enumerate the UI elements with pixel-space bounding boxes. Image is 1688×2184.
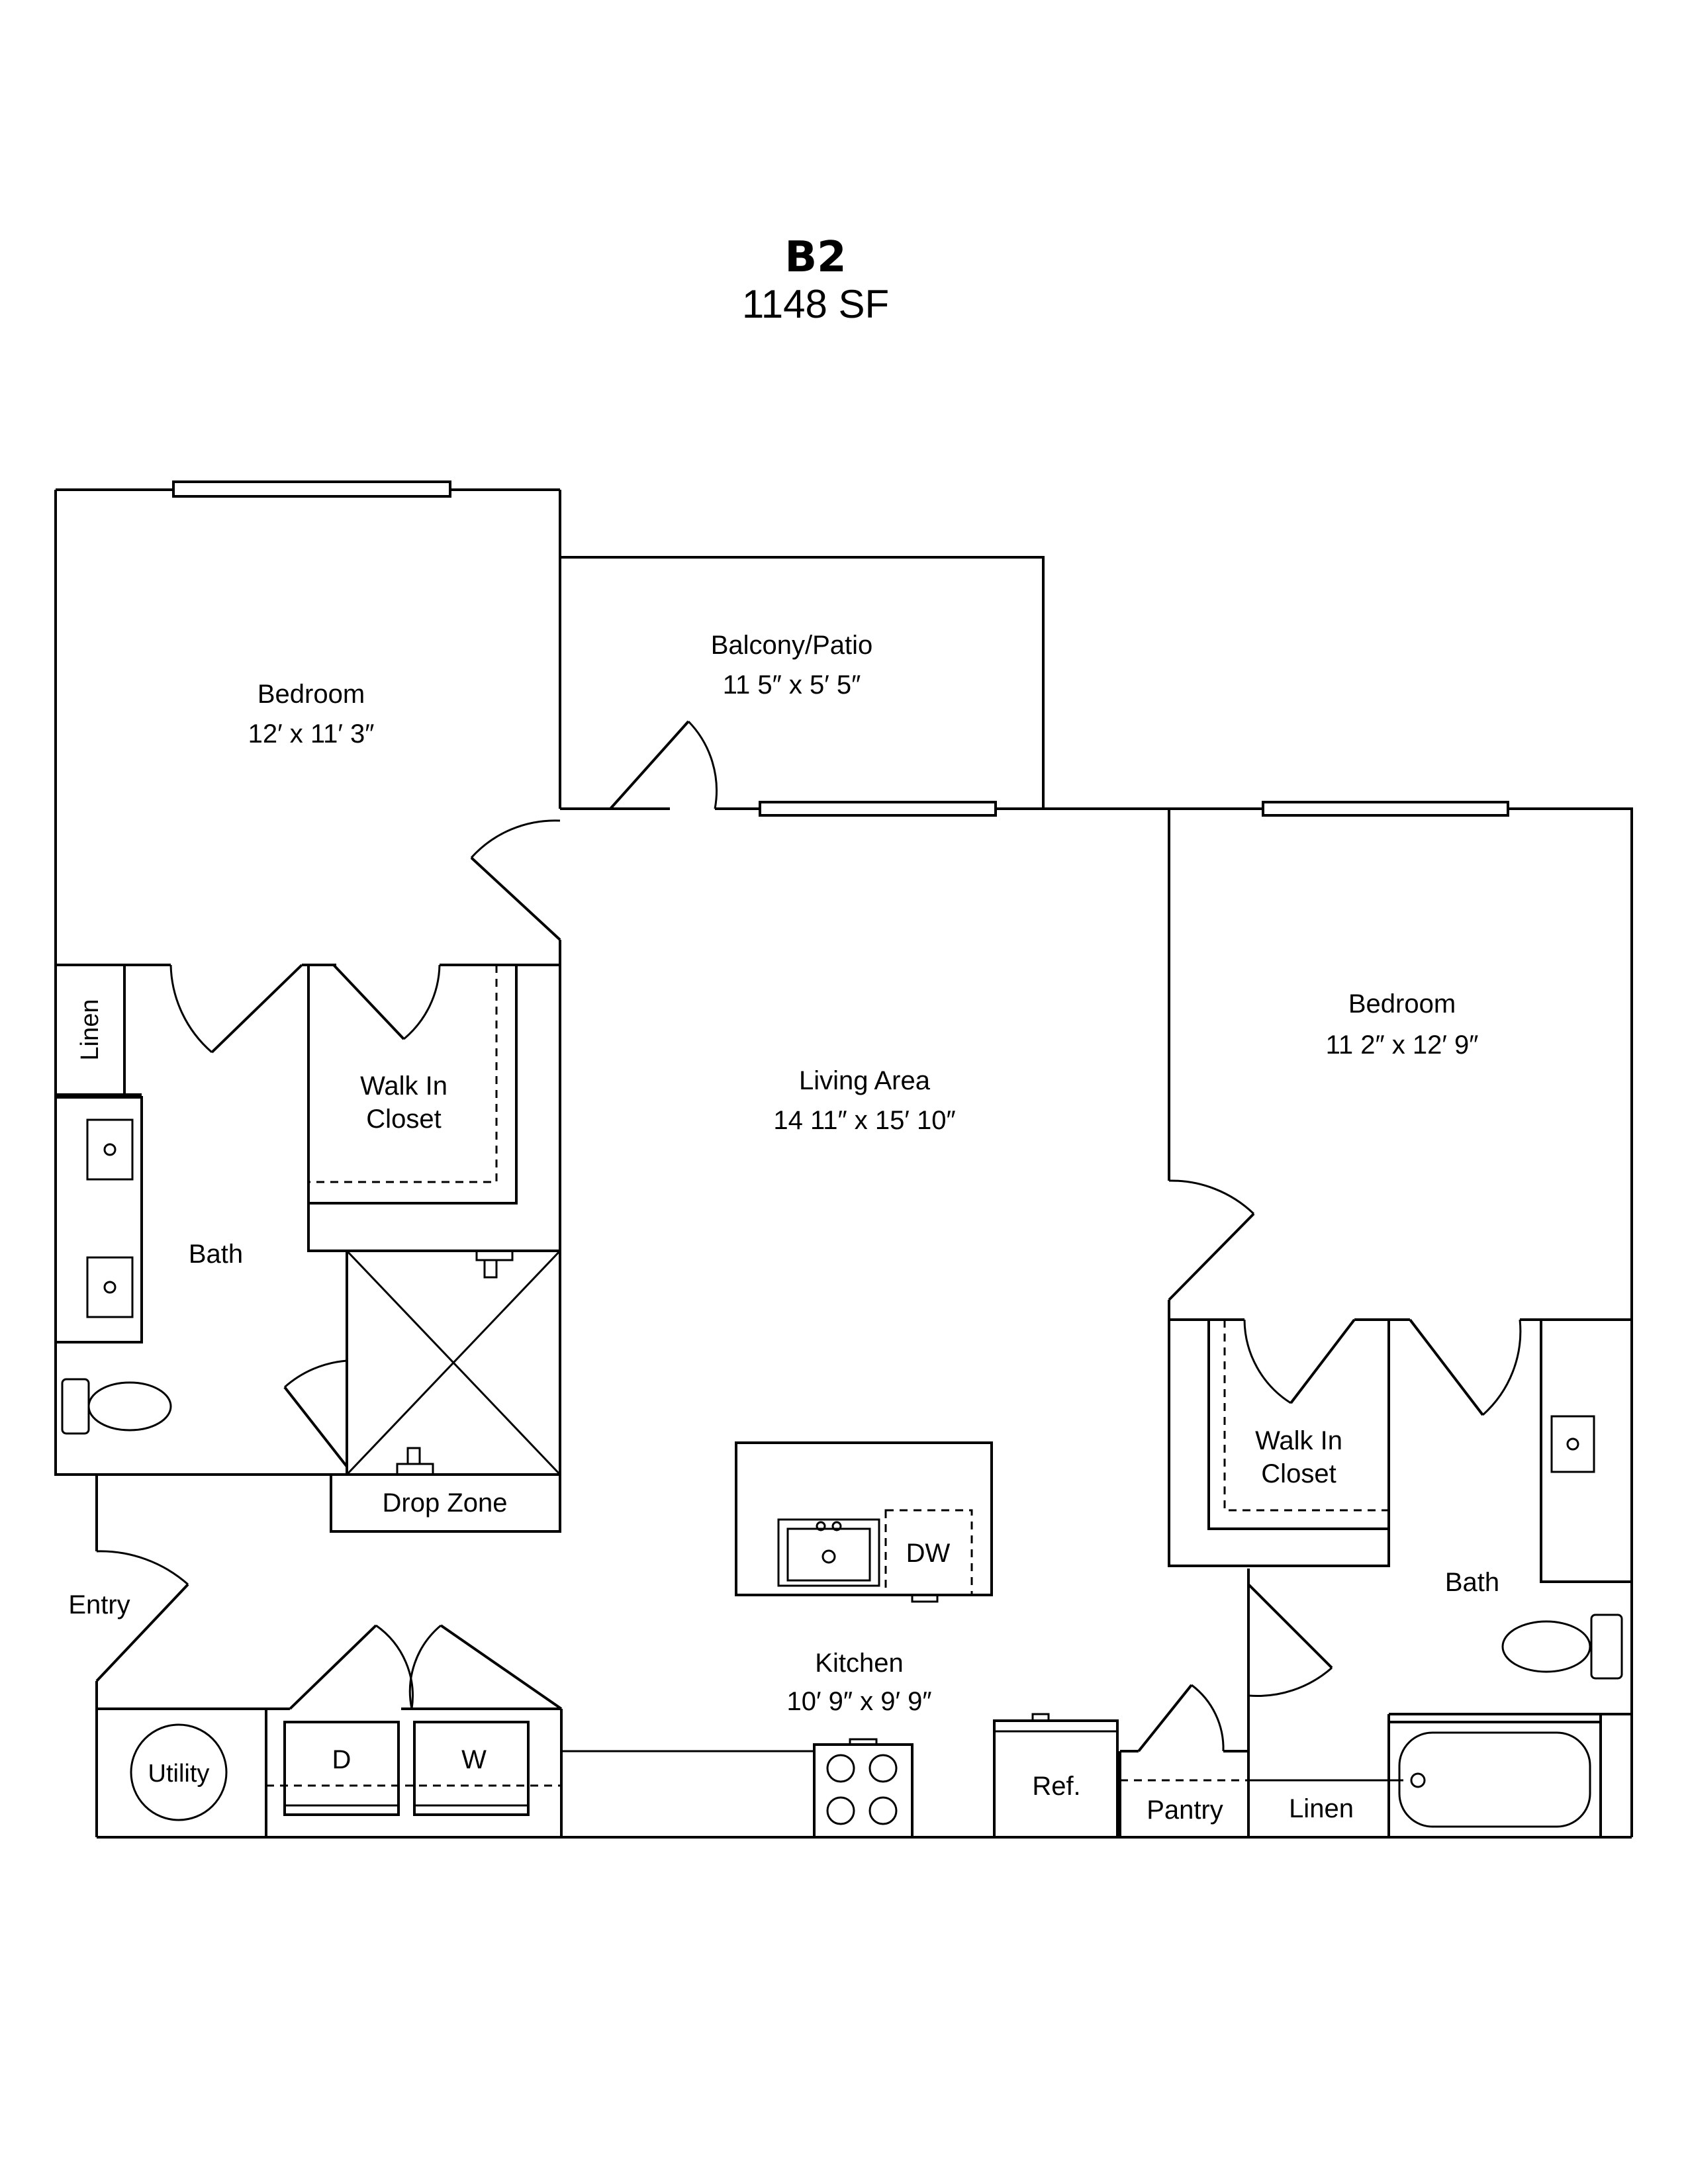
kitchen-sink-icon bbox=[777, 1518, 880, 1587]
utility-label: Utility bbox=[148, 1760, 210, 1788]
toilet-icon bbox=[1501, 1614, 1623, 1680]
closet-right-line2: Closet bbox=[1261, 1459, 1336, 1488]
room-labels: Bedroom 12′ x 11′ 3″ Balcony/Patio 11 5″… bbox=[68, 631, 1499, 1825]
bathtub-icon bbox=[1387, 1721, 1602, 1839]
bedroom-right-name: Bedroom bbox=[1348, 989, 1456, 1019]
refrigerator-icon bbox=[993, 1719, 1119, 1839]
bath-right-label: Bath bbox=[1445, 1568, 1499, 1597]
living-dims: 14 11″ x 15′ 10″ bbox=[773, 1106, 955, 1135]
fixtures bbox=[61, 1118, 1623, 1839]
closet-right-line1: Walk In bbox=[1255, 1426, 1342, 1455]
linen-left-label: Linen bbox=[76, 999, 104, 1061]
dishwasher-label: DW bbox=[906, 1539, 951, 1568]
closet-left-line1: Walk In bbox=[360, 1071, 447, 1101]
doors bbox=[95, 720, 1522, 1752]
bedroom-left-name: Bedroom bbox=[258, 680, 365, 709]
kitchen-dims: 10′ 9″ x 9′ 9″ bbox=[786, 1687, 931, 1716]
sink-icon bbox=[86, 1256, 134, 1318]
bedroom-left-dims: 12′ x 11′ 3″ bbox=[248, 719, 375, 749]
windows bbox=[172, 480, 1509, 817]
fridge-label: Ref. bbox=[1032, 1772, 1080, 1801]
utility-icon bbox=[130, 1723, 228, 1821]
entry-label: Entry bbox=[68, 1590, 130, 1619]
kitchen-island bbox=[735, 1441, 993, 1596]
dryer-label: D bbox=[332, 1745, 352, 1774]
drop-zone-label: Drop Zone bbox=[383, 1488, 508, 1518]
balcony-name: Balcony/Patio bbox=[711, 631, 873, 660]
range-icon bbox=[813, 1738, 914, 1839]
unit-name: B2 bbox=[784, 233, 846, 282]
toilet-icon bbox=[61, 1378, 172, 1435]
dashed-lines bbox=[266, 965, 1403, 1787]
washer-icon bbox=[413, 1721, 530, 1816]
sink-icon bbox=[86, 1118, 134, 1181]
sink-icon bbox=[1550, 1415, 1595, 1473]
bath-left-label: Bath bbox=[189, 1240, 243, 1269]
pantry-label: Pantry bbox=[1147, 1796, 1223, 1825]
washer-label: W bbox=[461, 1745, 487, 1774]
linen-right-label: Linen bbox=[1289, 1794, 1354, 1823]
closet-left-line2: Closet bbox=[366, 1105, 441, 1134]
kitchen-name: Kitchen bbox=[815, 1649, 903, 1678]
balcony-dims: 11 5″ x 5′ 5″ bbox=[723, 670, 861, 700]
living-name: Living Area bbox=[799, 1066, 931, 1095]
bedroom-right-dims: 11 2″ x 12′ 9″ bbox=[1326, 1030, 1479, 1060]
dryer-icon bbox=[283, 1721, 400, 1816]
unit-area: 1148 SF bbox=[742, 282, 889, 326]
